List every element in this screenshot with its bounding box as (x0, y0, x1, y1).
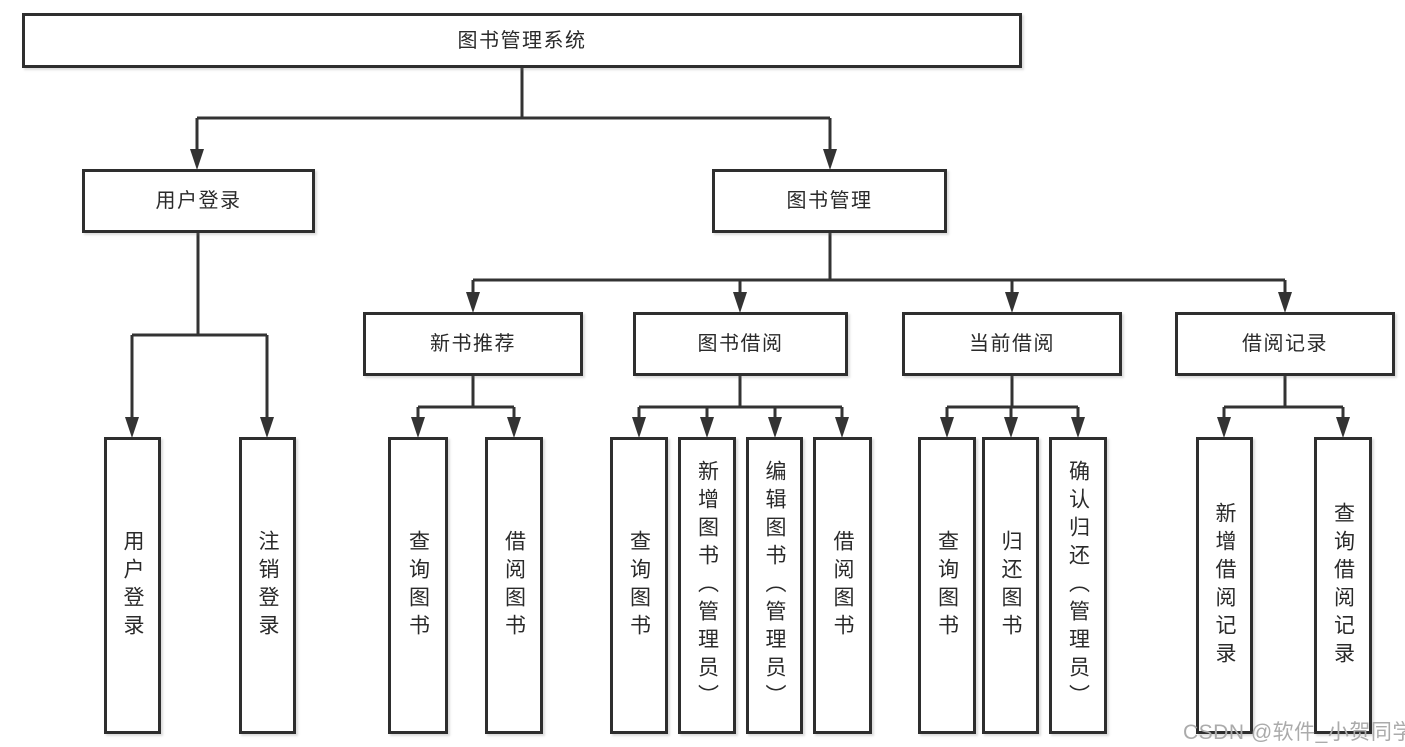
node-add-borrow-record: 新增借阅记录 (1196, 437, 1253, 734)
node-borrow-books: 借阅图书 (813, 437, 872, 734)
node-new-book-recommendation: 新书推荐 (363, 312, 583, 376)
arrowhead (1005, 292, 1019, 313)
node-query-books-current: 查询图书 (918, 437, 976, 734)
connector-new-book-split (416, 376, 516, 424)
arrowhead (632, 417, 646, 438)
arrowhead (1004, 417, 1018, 438)
node-label: 查询图书 (935, 529, 959, 642)
node-label: 用户登录 (155, 190, 242, 212)
node-label: 新增借阅记录 (1213, 501, 1236, 670)
node-label: 借阅图书 (502, 529, 526, 642)
node-borrowing-records: 借阅记录 (1175, 312, 1395, 376)
node-label: 查询借阅记录 (1331, 501, 1355, 670)
node-query-books-borrowing: 查询图书 (610, 437, 668, 734)
node-current-borrowing: 当前借阅 (902, 312, 1122, 376)
arrowhead (125, 417, 139, 438)
arrowhead (1278, 292, 1292, 313)
connector-book-management-split (471, 233, 1287, 298)
node-label: 新书推荐 (430, 333, 516, 355)
arrowhead (1071, 417, 1085, 438)
node-confirm-return-admin: 确认归还（管理员） (1049, 437, 1107, 734)
node-label: 编辑图书（管理员） (763, 459, 786, 712)
arrowhead (768, 417, 782, 438)
node-logout: 注销登录 (239, 437, 296, 734)
arrowhead (466, 292, 480, 313)
node-book-management: 图书管理 (712, 169, 947, 233)
arrowhead (700, 417, 714, 438)
node-label: 确认归还（管理员） (1066, 459, 1090, 712)
node-label: 归还图书 (999, 529, 1022, 642)
node-label: 注销登录 (256, 529, 279, 642)
node-book-borrowing: 图书借阅 (633, 312, 848, 376)
node-label: 当前借阅 (969, 333, 1055, 355)
arrowhead (507, 417, 521, 438)
node-add-books-admin: 新增图书（管理员） (678, 437, 736, 734)
node-label: 查询图书 (627, 529, 651, 642)
node-library-management-system: 图书管理系统 (22, 13, 1022, 68)
arrowhead (411, 417, 425, 438)
connector-root-split (195, 68, 832, 155)
arrowhead (1217, 417, 1231, 438)
arrowhead (733, 292, 747, 313)
arrowhead (823, 149, 837, 170)
arrowhead (190, 149, 204, 170)
arrowhead (260, 417, 274, 438)
node-label: 借阅记录 (1242, 333, 1328, 355)
node-query-borrow-record: 查询借阅记录 (1314, 437, 1372, 734)
node-label: 图书借阅 (697, 333, 784, 355)
connector-borrowing-records-split (1222, 376, 1345, 424)
node-label: 新增图书（管理员） (695, 459, 719, 712)
node-label: 借阅图书 (831, 529, 854, 642)
arrowhead (940, 417, 954, 438)
node-label: 图书管理系统 (457, 29, 587, 52)
connector-book-borrowing-split (637, 376, 844, 424)
node-user-login-branch: 用户登录 (82, 169, 315, 233)
arrowhead (835, 417, 849, 438)
node-borrow-books-rec: 借阅图书 (485, 437, 543, 734)
node-query-books-rec: 查询图书 (388, 437, 448, 734)
node-label: 图书管理 (786, 190, 873, 212)
arrowhead (1336, 417, 1350, 438)
arrowheads (125, 149, 1350, 438)
node-edit-books-admin: 编辑图书（管理员） (746, 437, 803, 734)
connector-current-borrowing-split (945, 376, 1080, 424)
node-return-books: 归还图书 (982, 437, 1039, 734)
connector-user-login-split (130, 233, 269, 422)
node-label: 用户登录 (121, 529, 144, 642)
node-label: 查询图书 (406, 529, 430, 642)
csdn-watermark: CSDN @软件_小贺同学 (1183, 721, 1405, 744)
node-user-login: 用户登录 (104, 437, 161, 734)
